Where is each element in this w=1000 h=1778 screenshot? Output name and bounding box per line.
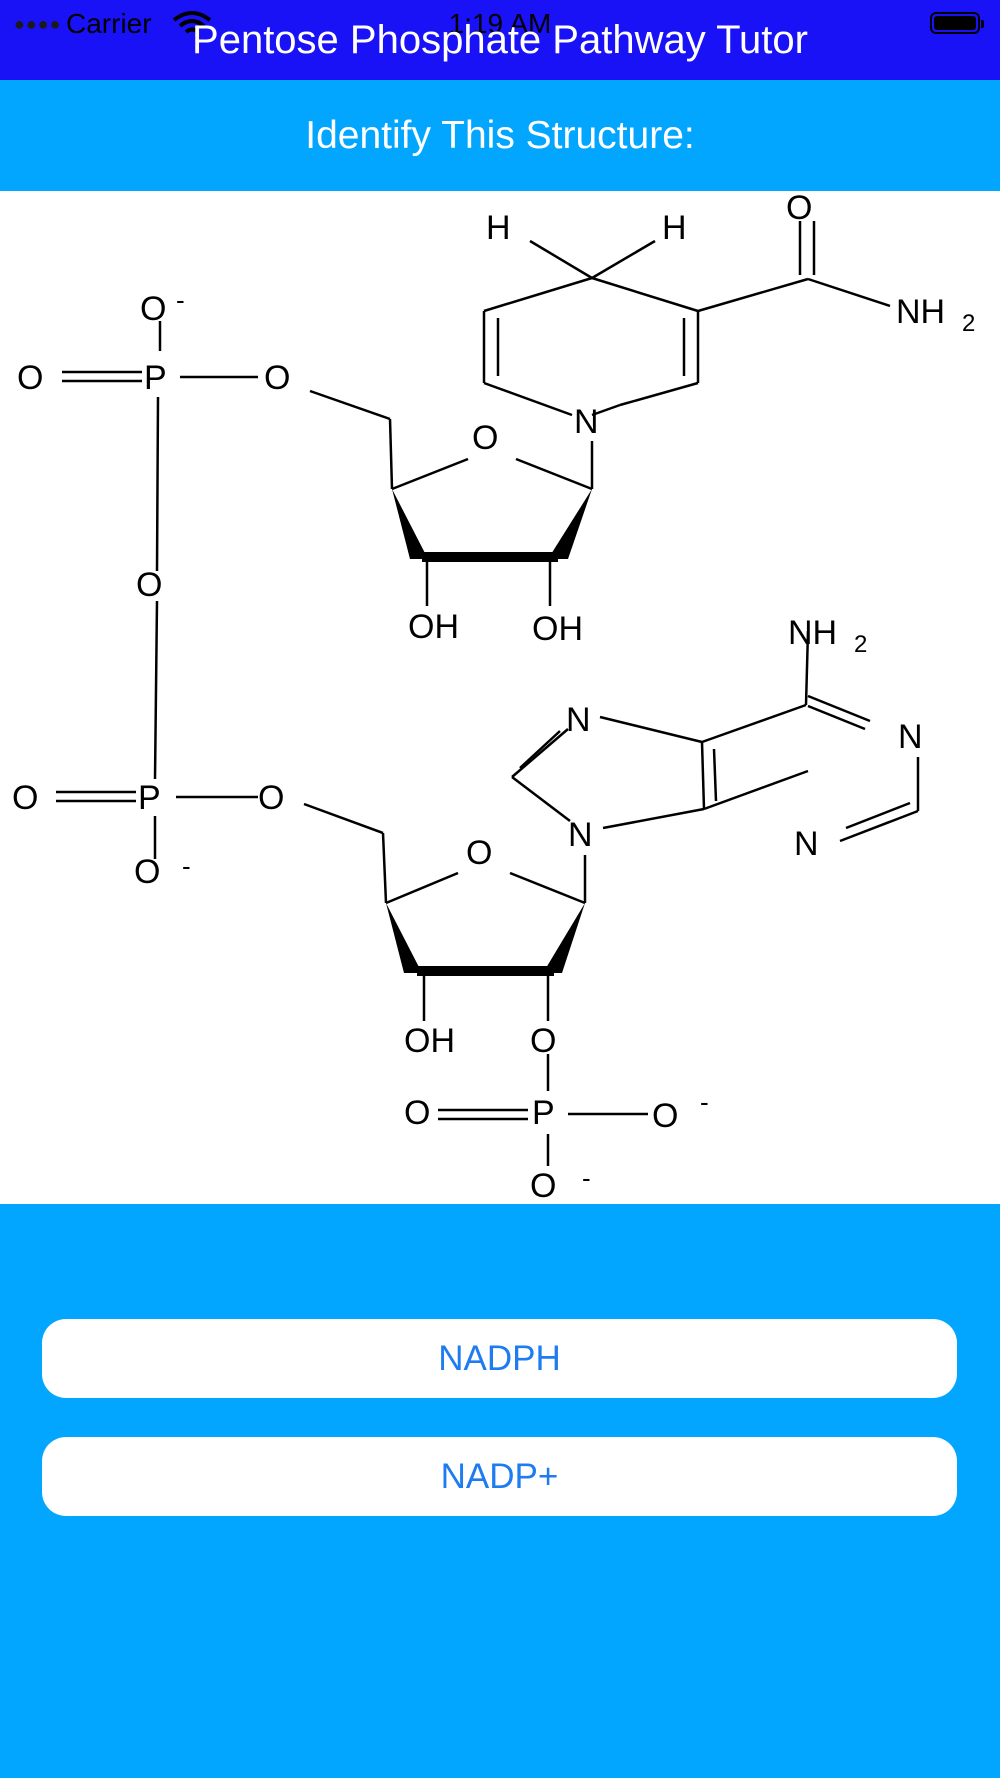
atom-label: O <box>652 1097 678 1135</box>
atom-label: O <box>264 359 290 397</box>
structure-image: O - O P O O O P O O - O N H H O NH 2 OH … <box>0 191 1000 1204</box>
atom-label: O <box>12 779 38 817</box>
atom-label: O <box>136 566 162 604</box>
atom-label: H <box>486 209 511 247</box>
question-prompt: Identify This Structure: <box>305 114 695 157</box>
atom-label: N <box>574 403 599 441</box>
charge-label: - <box>700 1087 709 1117</box>
atom-label: O <box>17 359 43 397</box>
status-bar: ●●●● Carrier 1:19 AM <box>0 0 1000 46</box>
atom-label: N <box>794 825 819 863</box>
atom-label: H <box>662 209 687 247</box>
atom-label: O <box>134 853 160 891</box>
atom-label: P <box>532 1094 555 1132</box>
atom-subscript: 2 <box>854 631 867 658</box>
atom-label: O <box>404 1094 430 1132</box>
charge-label: - <box>176 285 185 315</box>
atom-label: N <box>568 816 593 854</box>
answer-button-nadp-plus[interactable]: NADP+ <box>42 1437 957 1516</box>
charge-label: - <box>182 851 191 881</box>
atom-label: P <box>144 359 167 397</box>
atom-label: OH <box>404 1022 455 1060</box>
signal-strength-icon: ●●●● <box>14 14 62 34</box>
atom-label: N <box>566 701 591 739</box>
atom-label: O <box>140 290 166 328</box>
atom-label: OH <box>408 608 459 646</box>
battery-icon <box>930 12 984 34</box>
atom-label: O <box>466 834 492 872</box>
atom-label: O <box>258 779 284 817</box>
atom-label: N <box>898 718 923 756</box>
atom-label: O <box>786 191 812 227</box>
atom-label: NH <box>788 614 837 652</box>
atom-subscript: 2 <box>962 310 975 337</box>
answer-button-nadph[interactable]: NADPH <box>42 1319 957 1398</box>
atom-label: P <box>138 779 161 817</box>
atom-label: O <box>472 419 498 457</box>
atom-label: OH <box>532 610 583 648</box>
carrier-label: Carrier <box>66 8 152 39</box>
charge-label: - <box>582 1163 591 1193</box>
status-time: 1:19 AM <box>448 8 552 39</box>
atom-label: NH <box>896 293 945 331</box>
page-title: Pentose Phosphate Pathway Tutor <box>192 18 808 62</box>
atom-label: O <box>530 1022 556 1060</box>
navigation-bar <box>0 0 1000 80</box>
atom-label: O <box>530 1167 556 1204</box>
wifi-icon <box>172 11 212 34</box>
molecule-diagram: O - O P O O O P O O - O N H H O NH 2 OH … <box>12 191 975 1204</box>
